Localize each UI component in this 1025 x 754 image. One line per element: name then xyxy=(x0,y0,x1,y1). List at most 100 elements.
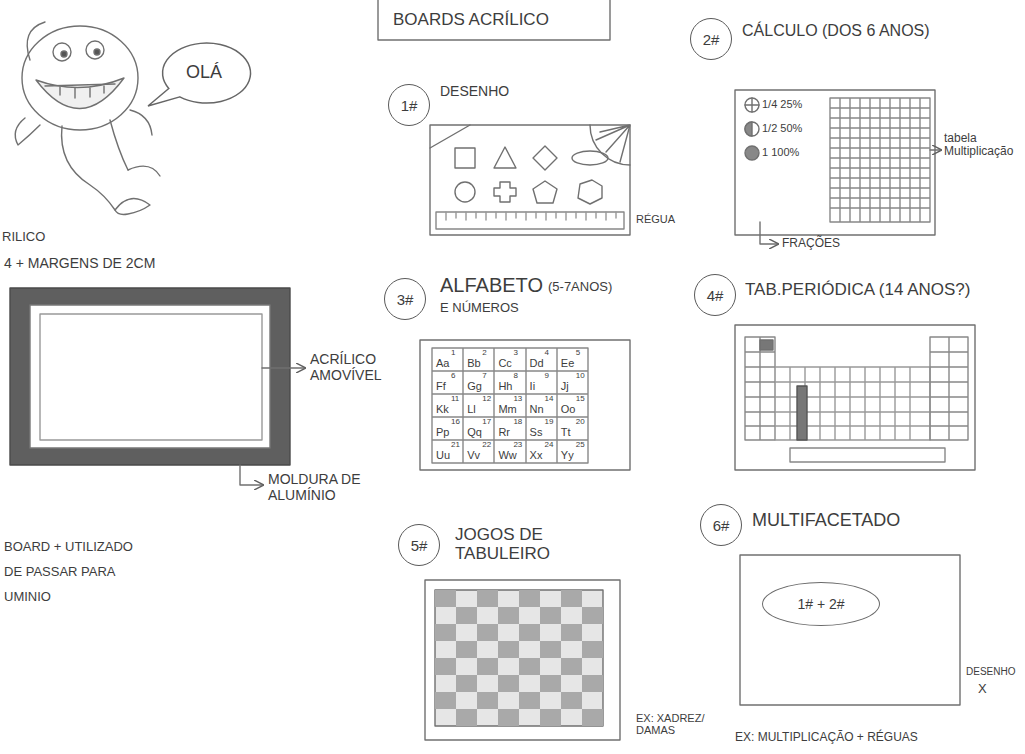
annotation-label: 1/4 25% xyxy=(762,98,802,110)
grid-letter: Gg xyxy=(467,380,482,392)
grid-number: 25 xyxy=(576,441,585,450)
board-drawing xyxy=(430,125,630,235)
checker-square xyxy=(582,709,603,726)
number-circle: 5# xyxy=(398,524,440,566)
grid-number: 8 xyxy=(513,372,517,381)
acrylic-frame xyxy=(10,288,305,485)
annotation-label: MOLDURA DE ALUMÍNIO xyxy=(268,472,373,503)
board-calculus xyxy=(735,90,941,244)
grid-letter: Kk xyxy=(436,403,449,415)
checker-square xyxy=(498,641,519,658)
node-text: 4# xyxy=(707,287,724,304)
annotation-label: CÁLCULO (DOS 6 ANOS) xyxy=(742,22,930,40)
inner-ellipse: 1# + 2# xyxy=(762,582,880,626)
checker-square xyxy=(540,675,561,692)
checker-square xyxy=(456,709,477,726)
node-text: 3# xyxy=(397,291,414,308)
annotation-label: UMINIO xyxy=(4,590,51,605)
checker-square xyxy=(435,624,456,641)
grid-number: 12 xyxy=(482,395,491,404)
checker-square xyxy=(519,624,540,641)
grid-number: 6 xyxy=(451,372,455,381)
annotation-label: X xyxy=(978,682,987,697)
fish-mascot xyxy=(15,22,160,215)
grid-letter: Nn xyxy=(530,403,544,415)
node-text: 1# xyxy=(401,97,418,114)
annotation-label: MULTIFACETADO xyxy=(752,510,900,530)
grid-letter: Bb xyxy=(467,357,480,369)
annotation-label: 1 100% xyxy=(762,146,799,158)
checker-square xyxy=(498,709,519,726)
grid-number: 13 xyxy=(513,395,522,404)
node-text: 2# xyxy=(703,31,720,48)
board-multifaceted xyxy=(740,555,960,705)
grid-number: 15 xyxy=(576,395,585,404)
grid-number: 1 xyxy=(451,349,455,358)
number-circle: 2# xyxy=(690,18,732,60)
checker-square xyxy=(519,692,540,709)
grid-number: 9 xyxy=(545,372,549,381)
grid-letter: Hh xyxy=(498,380,512,392)
title-box xyxy=(378,0,610,40)
grid-letter: Ll xyxy=(467,403,476,415)
annotation-label: DE PASSAR PARA xyxy=(4,565,116,580)
annotation-label: TAB.PERIÓDICA (14 ANOS?) xyxy=(745,280,970,299)
grid-number: 18 xyxy=(513,418,522,427)
grid-letter: Ff xyxy=(436,380,446,392)
checker-square xyxy=(540,709,561,726)
checker-square xyxy=(561,624,582,641)
annotation-label: DESENHO xyxy=(440,84,509,100)
grid-number: 19 xyxy=(545,418,554,427)
annotation-label: 4 + MARGENS DE 2CM xyxy=(4,256,155,272)
grid-number: 2 xyxy=(482,349,486,358)
checker-square xyxy=(561,590,582,607)
node-text: OLÁ xyxy=(186,62,222,83)
grid-letter: Ii xyxy=(530,380,536,392)
checker-square xyxy=(498,607,519,624)
grid-letter: Tt xyxy=(561,426,571,438)
grid-number: 17 xyxy=(482,418,491,427)
grid-number: 3 xyxy=(513,349,517,358)
grid-letter: Mm xyxy=(498,403,516,415)
grid-number: 7 xyxy=(482,372,486,381)
board-games xyxy=(425,580,620,740)
speech-bubble: OLÁ xyxy=(158,40,250,104)
grid-letter: Jj xyxy=(561,380,569,392)
grid-number: 16 xyxy=(451,418,460,427)
number-circle: 4# xyxy=(694,274,736,316)
grid-number: 10 xyxy=(576,372,585,381)
checker-square xyxy=(456,607,477,624)
number-circle: 1# xyxy=(388,84,430,126)
grid-letter: Ss xyxy=(530,426,543,438)
grid-number: 5 xyxy=(576,349,580,358)
grid-letter: Oo xyxy=(561,403,576,415)
grid-letter: Yy xyxy=(561,449,574,461)
node-text: 6# xyxy=(713,517,730,534)
number-circle: 6# xyxy=(700,504,742,546)
annotation-label: EX: MULTIPLICAÇÃO + RÉGUAS xyxy=(735,731,918,744)
checker-square xyxy=(435,658,456,675)
checker-square xyxy=(582,675,603,692)
grid-number: 21 xyxy=(451,441,460,450)
grid-letter: Vv xyxy=(467,449,480,461)
node-text: 5# xyxy=(411,537,428,554)
grid-letter: Xx xyxy=(530,449,543,461)
annotation-label: (5-7ANOS) xyxy=(548,280,612,295)
annotation-label: BOARD + UTILIZADO xyxy=(4,540,133,555)
checker-square xyxy=(456,641,477,658)
title-text: BOARDS ACRÍLICO xyxy=(393,10,549,29)
grid-number: 20 xyxy=(576,418,585,427)
grid-number: 23 xyxy=(513,441,522,450)
checker-square xyxy=(477,590,498,607)
checker-square xyxy=(582,641,603,658)
grid-letter: Dd xyxy=(530,357,544,369)
checker-square xyxy=(498,675,519,692)
checker-square xyxy=(435,590,456,607)
checker-square xyxy=(519,590,540,607)
annotation-label: ACRÍLICO AMOVÍVEL xyxy=(310,352,395,383)
checker-square xyxy=(561,658,582,675)
annotation-label: RILICO xyxy=(2,230,45,245)
annotation-label: EX: XADREZ/ DAMAS xyxy=(636,712,716,737)
checker-square xyxy=(477,624,498,641)
